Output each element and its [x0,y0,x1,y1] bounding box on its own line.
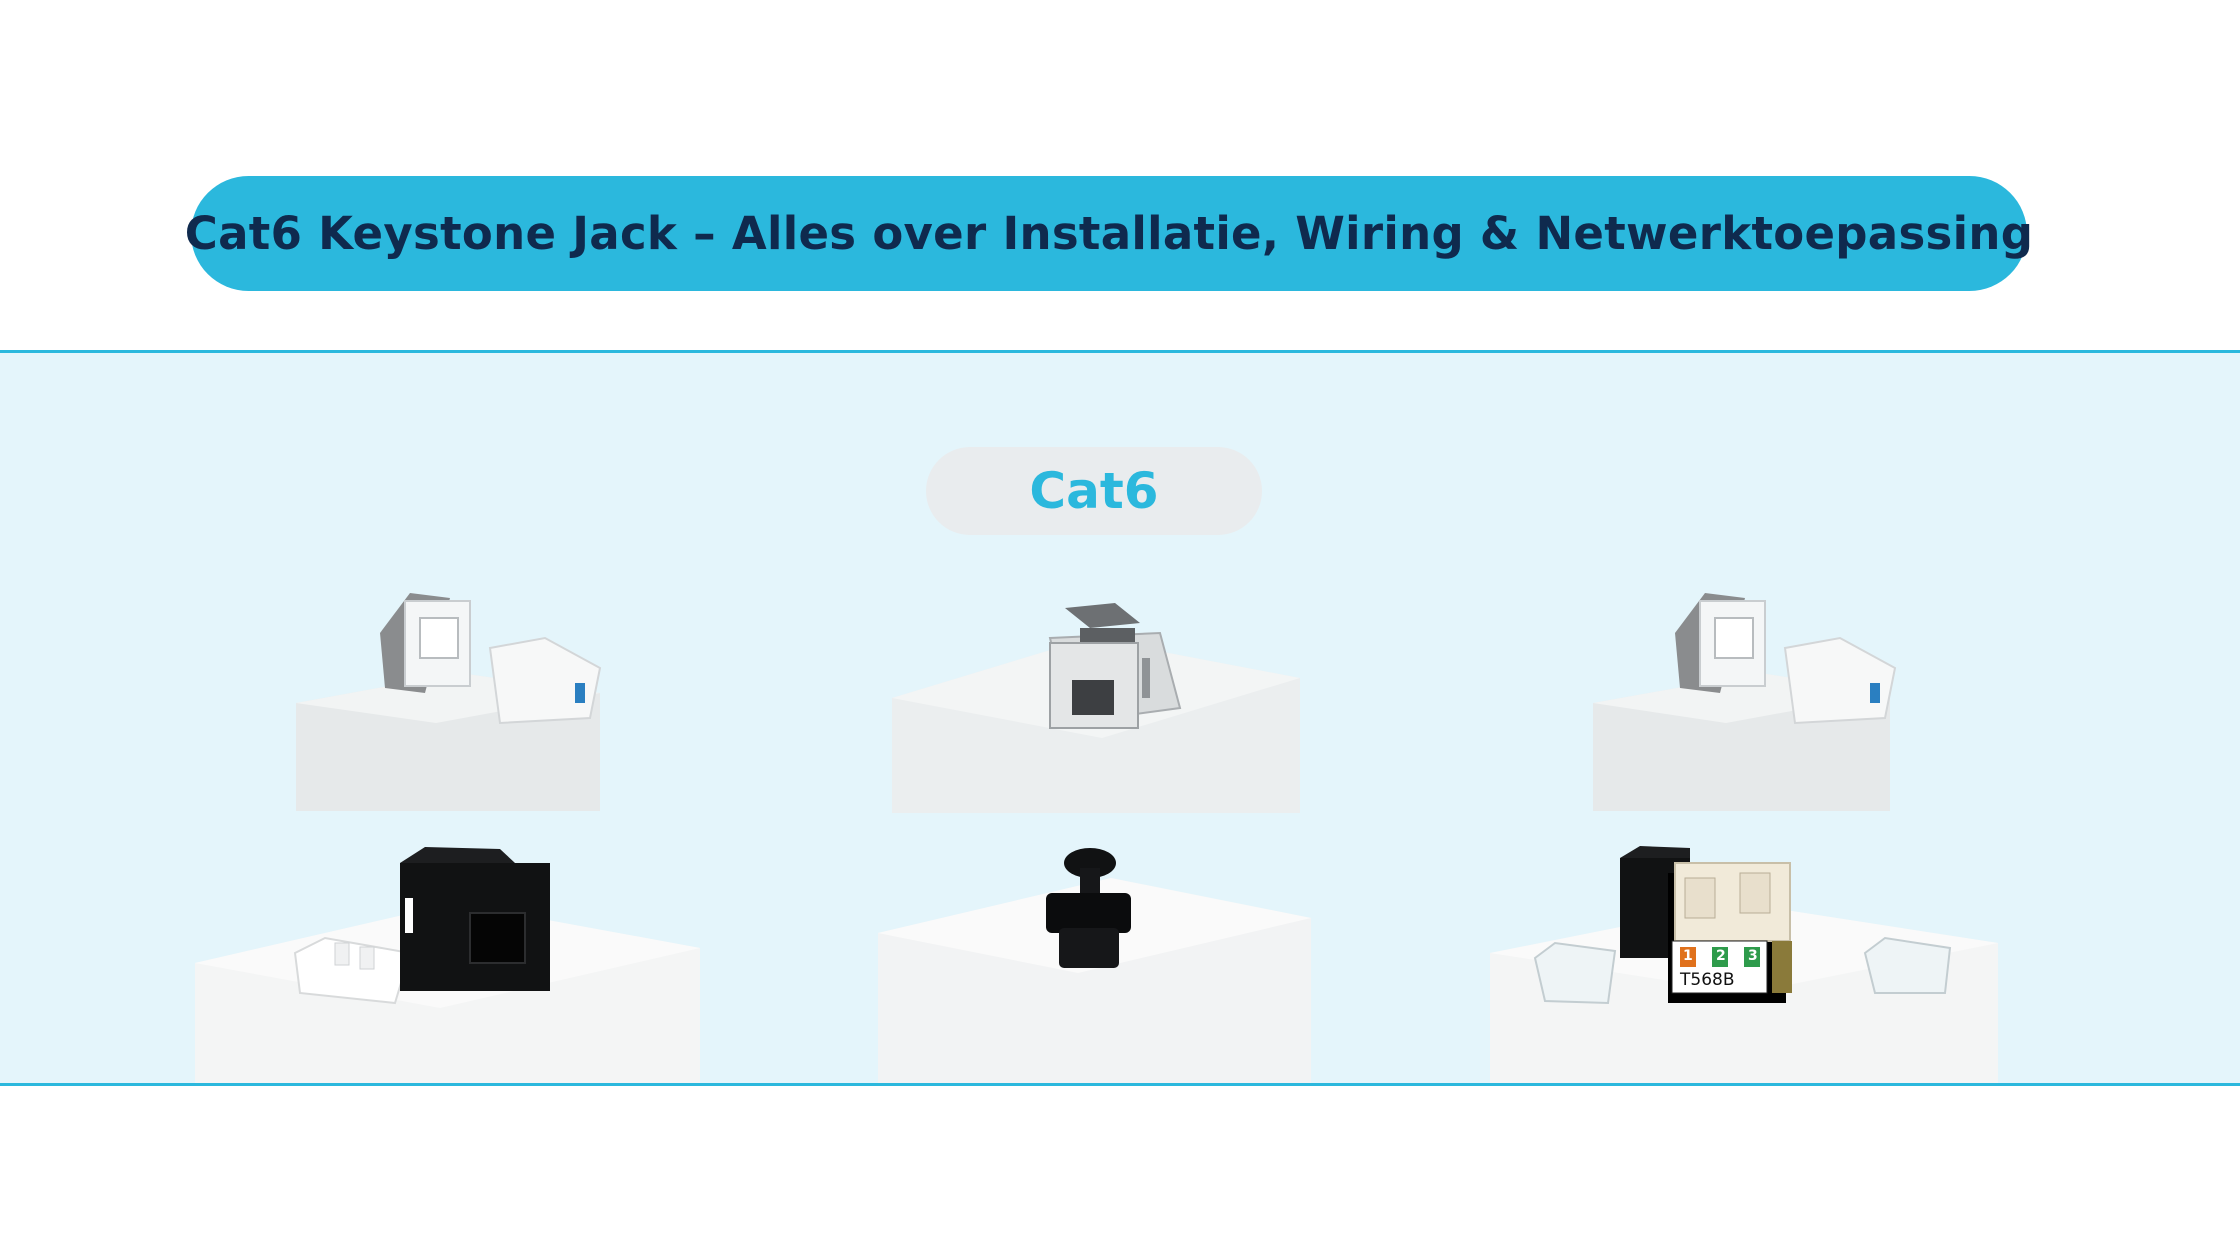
product-image-keystone-t568b: 1 2 3 T568B [1490,843,2000,1083]
category-label: Cat6 [1029,462,1159,520]
product-image-keystone-grey [290,593,610,813]
product-image-dust-cap [876,843,1316,1083]
pair-number-1: 1 [1683,948,1693,964]
title-banner: Cat6 Keystone Jack – Alles over Installa… [185,176,2033,291]
product-image-shielded-coupler [890,588,1300,813]
pair-number-3: 3 [1748,948,1758,964]
product-showcase-band: Cat6 [0,350,2240,1086]
pair-number-2: 2 [1716,948,1726,964]
product-image-keystone-grey-2 [1590,593,1910,813]
category-badge: Cat6 [926,447,1262,535]
product-image-keystone-black [195,843,705,1083]
wiring-standard-label: T568B [1680,970,1735,990]
page-title: Cat6 Keystone Jack – Alles over Installa… [184,207,2034,260]
